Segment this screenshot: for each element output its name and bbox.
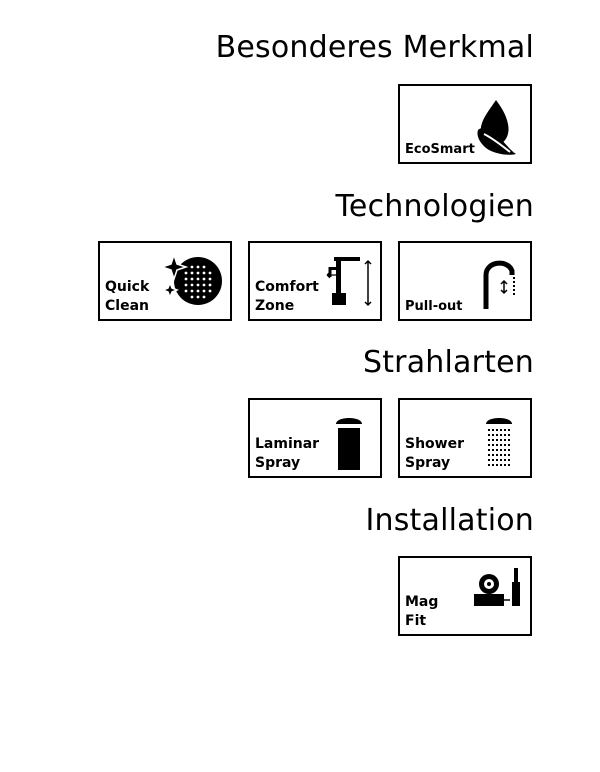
heading-technology: Technologien [335,189,534,224]
laminar-spray-icon [336,418,362,470]
tile-label: Pull-out [405,299,463,314]
leaf-icon [477,100,516,155]
tile-label: Laminar Spray [255,436,320,471]
quick-clean-icon [162,252,222,305]
tile-label: EcoSmart [405,142,475,157]
shower-spray-icon [486,418,512,466]
comfort-zone-icon [326,257,372,307]
tile-laminar-spray: Laminar Spray [248,398,382,478]
tile-comfort-zone: Comfort Zone [248,241,382,321]
tile-shower-spray: Shower Spray [398,398,532,478]
heading-spray: Strahlarten [362,345,534,380]
tile-magfit: Mag Fit [398,556,532,636]
pull-out-icon [483,260,515,309]
heading-feature: Besonderes Merkmal [215,30,534,65]
tile-label: Comfort Zone [255,279,319,314]
tile-label: Shower Spray [405,436,465,471]
tile-label: Quick Clean [105,279,150,314]
magfit-icon [474,568,520,606]
tile-quick-clean: Quick Clean [98,241,232,321]
tile-label: Mag Fit [405,594,439,629]
tile-ecosmart: EcoSmart [398,84,532,164]
tile-pull-out: Pull-out [398,241,532,321]
heading-installation: Installation [365,503,534,538]
